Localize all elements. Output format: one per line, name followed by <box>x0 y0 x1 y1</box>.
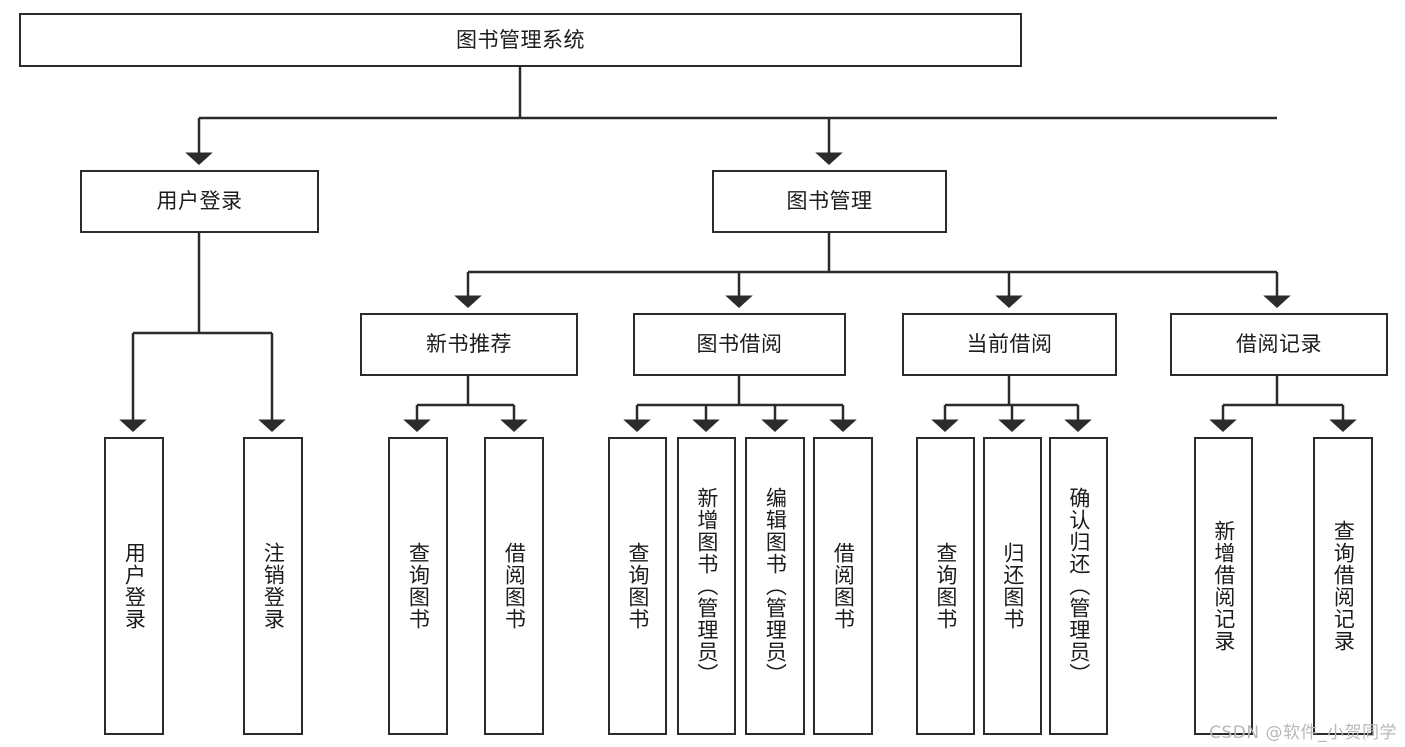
node-root-label: 图书管理系统 <box>456 27 585 52</box>
leaf-label: 新增图书（管理员） <box>694 487 719 685</box>
leaf-new-book-borrow[interactable]: 借阅图书 <box>484 437 544 735</box>
leaf-user-login-login[interactable]: 用户登录 <box>104 437 164 735</box>
leaf-label: 查询图书 <box>933 542 958 630</box>
node-new-book-recommend[interactable]: 新书推荐 <box>360 313 578 376</box>
node-current-borrow[interactable]: 当前借阅 <box>902 313 1117 376</box>
node-new-book-recommend-label: 新书推荐 <box>426 332 512 357</box>
leaf-current-return-book[interactable]: 归还图书 <box>983 437 1042 735</box>
leaf-label: 借阅图书 <box>831 542 856 630</box>
leaf-user-login-logout[interactable]: 注销登录 <box>243 437 303 735</box>
leaf-borrow-query-book[interactable]: 查询图书 <box>608 437 667 735</box>
leaf-current-confirm-return-admin[interactable]: 确认归还（管理员） <box>1049 437 1108 735</box>
leaf-label: 用户登录 <box>122 542 147 630</box>
node-root[interactable]: 图书管理系统 <box>19 13 1022 67</box>
node-user-login[interactable]: 用户登录 <box>80 170 319 233</box>
node-user-login-label: 用户登录 <box>156 189 243 214</box>
node-book-management-label: 图书管理 <box>786 189 873 214</box>
csdn-watermark: CSDN @软件_小贺同学 <box>1209 723 1397 743</box>
leaf-label: 注销登录 <box>261 542 286 630</box>
node-borrow-record-label: 借阅记录 <box>1236 332 1322 357</box>
leaf-label: 查询图书 <box>406 542 431 630</box>
node-book-borrow-label: 图书借阅 <box>696 332 783 357</box>
node-book-management[interactable]: 图书管理 <box>712 170 947 233</box>
leaf-label: 查询图书 <box>625 542 650 630</box>
leaf-borrow-edit-book-admin[interactable]: 编辑图书（管理员） <box>745 437 805 735</box>
leaf-new-book-query[interactable]: 查询图书 <box>388 437 448 735</box>
leaf-borrow-borrow-book[interactable]: 借阅图书 <box>813 437 873 735</box>
leaf-label: 查询借阅记录 <box>1331 520 1356 652</box>
leaf-record-add[interactable]: 新增借阅记录 <box>1194 437 1253 735</box>
leaf-label: 新增借阅记录 <box>1211 520 1236 652</box>
node-current-borrow-label: 当前借阅 <box>966 332 1053 357</box>
leaf-record-query[interactable]: 查询借阅记录 <box>1313 437 1373 735</box>
leaf-label: 编辑图书（管理员） <box>763 487 788 685</box>
leaf-borrow-add-book-admin[interactable]: 新增图书（管理员） <box>677 437 736 735</box>
leaf-label: 归还图书 <box>1000 542 1025 630</box>
node-book-borrow[interactable]: 图书借阅 <box>633 313 846 376</box>
leaf-label: 确认归还（管理员） <box>1066 487 1091 685</box>
node-borrow-record[interactable]: 借阅记录 <box>1170 313 1388 376</box>
leaf-label: 借阅图书 <box>502 542 527 630</box>
leaf-current-query-book[interactable]: 查询图书 <box>916 437 975 735</box>
